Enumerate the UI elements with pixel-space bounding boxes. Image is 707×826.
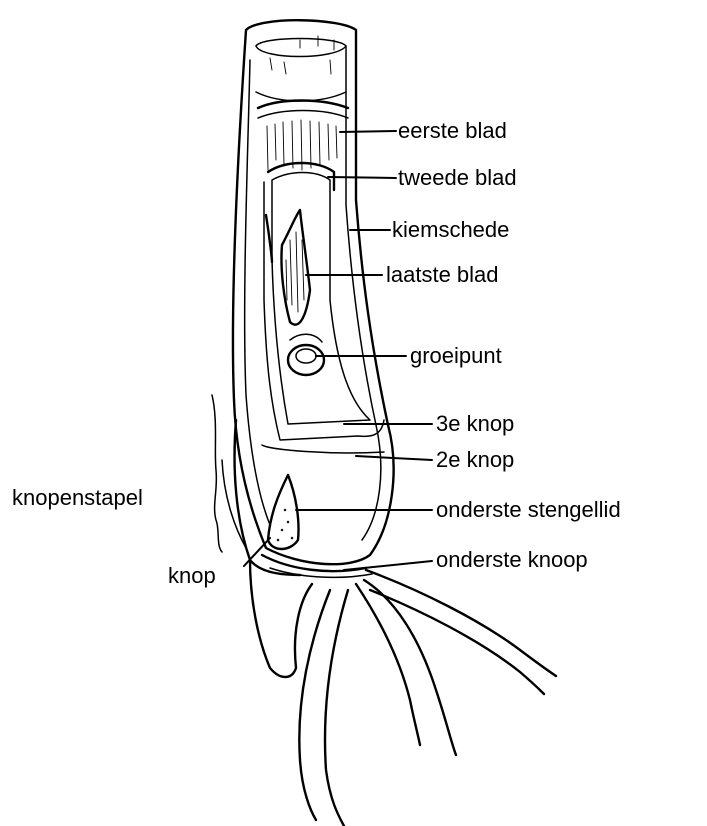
label-groeipunt: groeipunt	[410, 343, 502, 368]
label-tweede-blad: tweede blad	[398, 165, 517, 190]
coleoptile-tip	[256, 36, 346, 101]
label-2e-knop: 2e knop	[436, 447, 514, 472]
label-knopenstapel: knopenstapel	[12, 485, 143, 510]
label-onderste-stengellid: onderste stengellid	[436, 497, 621, 522]
label-kiemschede: kiemschede	[392, 217, 509, 242]
first-leaf-band	[258, 101, 348, 171]
roots	[250, 560, 556, 826]
growth-point	[288, 334, 324, 375]
label-onderste-knoop: onderste knoop	[436, 547, 588, 572]
second-leaf-frame	[262, 163, 384, 453]
lower-stem	[222, 420, 372, 577]
label-3e-knop: 3e knop	[436, 411, 514, 436]
leader-tweede-blad	[328, 177, 396, 178]
label-laatste-blad: laatste blad	[386, 262, 499, 287]
label-eerste-blad: eerste blad	[398, 118, 507, 143]
label-knop: knop	[168, 563, 216, 588]
knopenstapel-brace	[212, 395, 222, 552]
leader-eerste-blad	[340, 131, 396, 132]
